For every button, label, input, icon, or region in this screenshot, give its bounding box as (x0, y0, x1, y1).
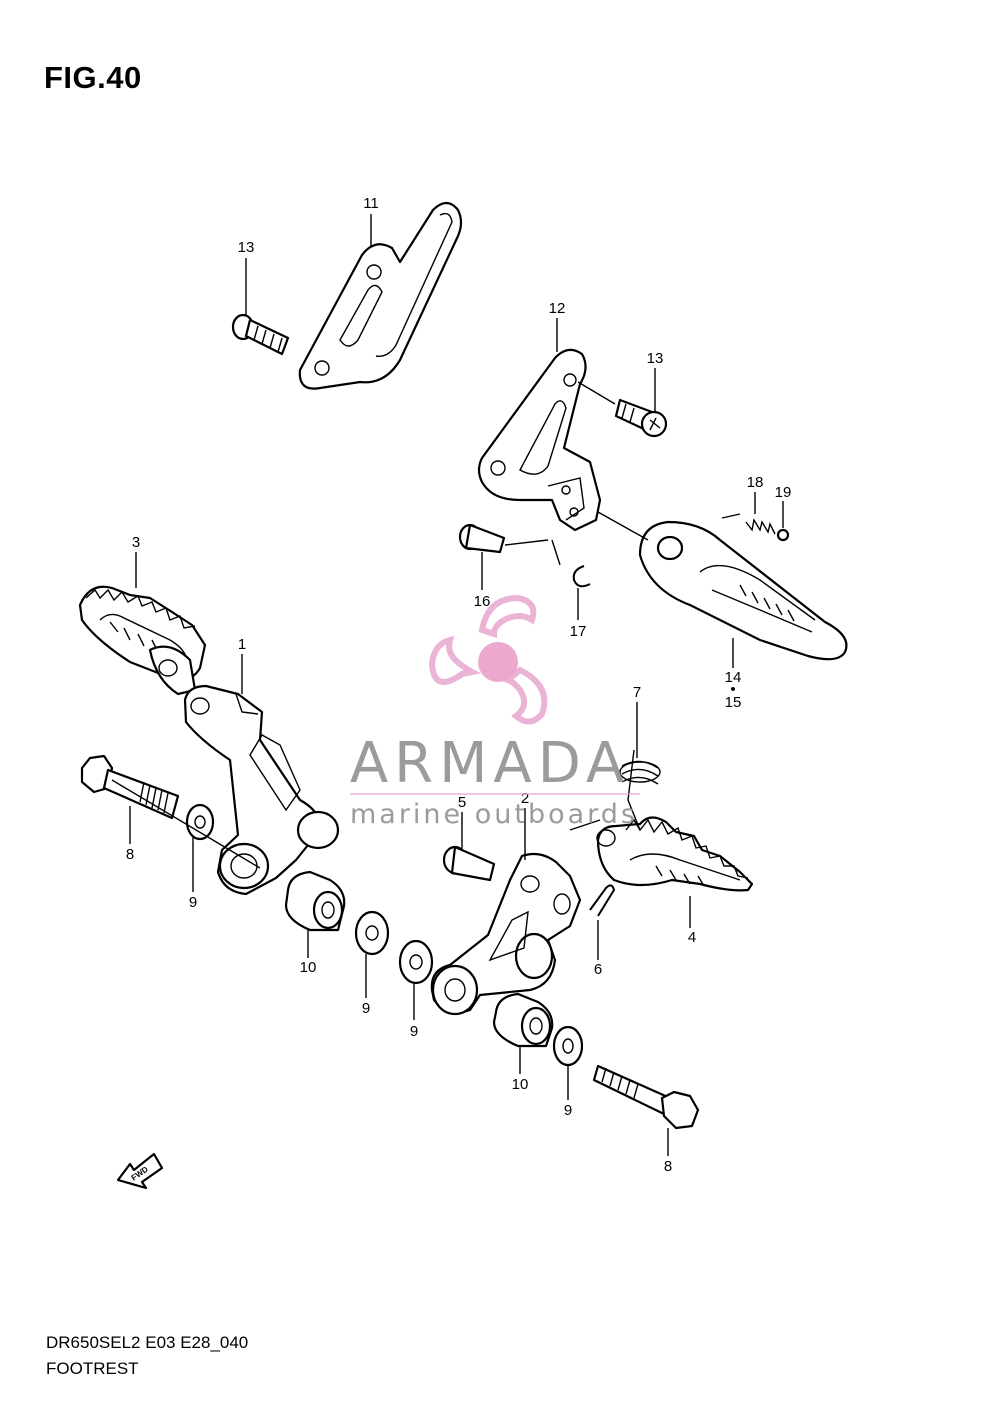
callout-dot: • (730, 681, 735, 698)
pin-16 (458, 523, 549, 554)
washer-9-d (552, 1025, 584, 1067)
callout-6: 6 (594, 961, 602, 978)
collar-10-b (492, 992, 554, 1048)
ball-19 (776, 528, 790, 542)
callout-3: 3 (132, 534, 140, 551)
footrest-peg-right (597, 511, 848, 661)
footrest-peg-right-lower (569, 816, 754, 892)
footrest-bracket-left (183, 684, 340, 896)
watermark-brand: ARMADA (350, 731, 630, 796)
bolt-8-right (592, 1064, 700, 1130)
callout-2: 2 (521, 790, 529, 807)
washer-9-a (185, 803, 215, 841)
callout-17: 17 (570, 623, 587, 640)
callout-9: 9 (362, 1000, 370, 1017)
bolt-13-left (231, 313, 290, 356)
propeller-logo-icon (428, 594, 548, 725)
callout-12: 12 (549, 300, 566, 317)
watermark-tagline: marine outboards (350, 799, 638, 830)
washer-9-c (398, 939, 434, 985)
callout-9: 9 (564, 1102, 572, 1119)
bolt-8-left (80, 754, 180, 820)
callout-10: 10 (300, 959, 317, 976)
callout-5: 5 (458, 794, 466, 811)
collar-10-a (284, 870, 346, 932)
pin-5 (442, 845, 496, 882)
footrest-bracket-right (477, 348, 602, 532)
footrest-peg-left (78, 585, 207, 696)
spring-7 (619, 749, 661, 831)
footrest-arm-right (430, 852, 582, 1016)
callout-1: 1 (238, 636, 246, 653)
washer-9-b (354, 910, 390, 956)
callout-9: 9 (410, 1023, 418, 1040)
callout-13: 13 (647, 350, 664, 367)
diagram-model-code: DR650SEL2 E03 E28_040 (46, 1333, 249, 1352)
heel-guard-plate (298, 201, 463, 390)
callout-15: 15 (725, 694, 742, 711)
callout-9: 9 (189, 894, 197, 911)
leader-lines (129, 214, 784, 1156)
callout-4: 4 (688, 929, 696, 946)
callout-10: 10 (512, 1076, 529, 1093)
diagram-section-name: FOOTREST (46, 1359, 139, 1378)
forward-arrow-icon: FWD (116, 1152, 164, 1190)
cotter-pin-6 (589, 884, 616, 917)
callout-19: 19 (775, 484, 792, 501)
bolt-13-right (614, 398, 668, 438)
callout-7: 7 (633, 684, 641, 701)
callout-11: 11 (363, 195, 379, 212)
callout-8: 8 (664, 1158, 672, 1175)
e-clip-17 (572, 565, 591, 588)
armada-watermark: ARMADA marine outboards (350, 594, 640, 830)
figure-title: FIG.40 (44, 60, 142, 95)
spring-18 (745, 518, 776, 535)
callout-13: 13 (238, 239, 255, 256)
callout-14: 14 (725, 669, 742, 686)
callout-18: 18 (747, 474, 764, 491)
callout-8: 8 (126, 846, 134, 863)
callout-16: 16 (474, 593, 491, 610)
